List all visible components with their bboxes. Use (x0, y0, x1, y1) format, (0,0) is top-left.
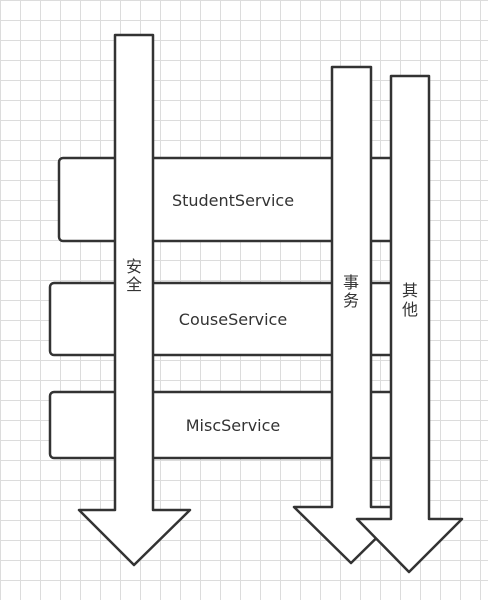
concern-label-security-1: 安 (126, 257, 142, 276)
concern-label-transaction-1: 事 (343, 273, 359, 292)
concern-label-other-2: 他 (402, 300, 418, 319)
service-label-misc: MiscService (186, 416, 281, 435)
service-label-couse: CouseService (179, 310, 287, 329)
concern-label-other-1: 其 (402, 281, 418, 300)
concern-label-security-2: 全 (126, 275, 142, 294)
service-label-student: StudentService (172, 191, 294, 210)
concern-label-transaction-2: 务 (343, 291, 359, 310)
concern-arrow-other: 其 他 (355, 74, 464, 574)
concern-arrow-security: 安 全 (77, 33, 192, 567)
